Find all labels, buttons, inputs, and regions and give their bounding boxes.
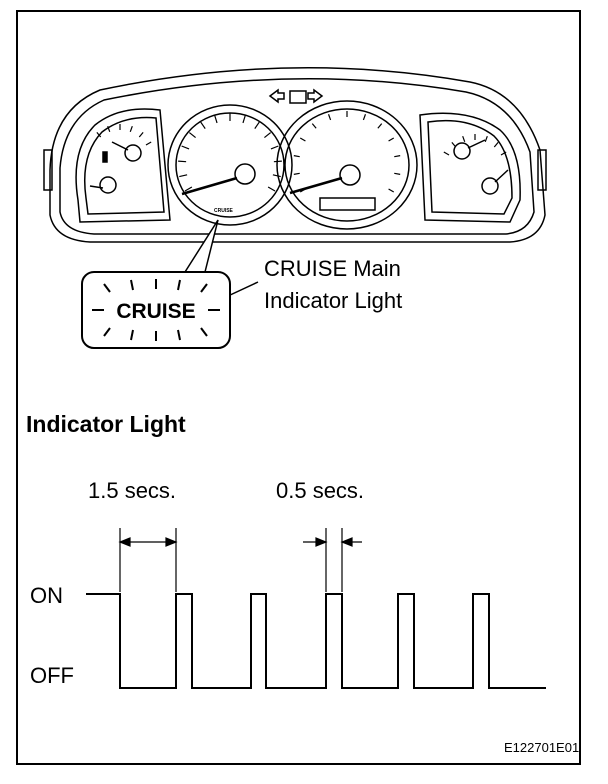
- tachometer-tick: [377, 123, 383, 129]
- cruise-badge: CRUISE: [81, 271, 231, 349]
- on-duration-label: 1.5 secs.: [88, 478, 176, 503]
- tachometer-tick: [311, 123, 317, 129]
- callout-line1: CRUISE Main: [264, 256, 401, 281]
- right-gauge-tick: [462, 135, 466, 143]
- left-gauge-tick: [96, 132, 102, 138]
- speedometer-tick: [272, 174, 281, 178]
- speedometer-tick: [200, 121, 206, 129]
- tachometer-tick: [327, 114, 332, 121]
- tachometer-tick: [388, 137, 395, 142]
- speedometer-tick: [264, 132, 272, 139]
- on-level-label: ON: [30, 583, 63, 608]
- tachometer-tick: [388, 188, 395, 193]
- right-gauge-tick: [484, 135, 488, 143]
- callout-line2: Indicator Light: [264, 288, 402, 313]
- right-gauge-tick: [500, 151, 507, 156]
- tachometer-tick: [394, 155, 401, 158]
- figure-frame: [16, 10, 581, 765]
- right-gauge-tick: [443, 151, 450, 156]
- speedometer-tick: [181, 145, 190, 150]
- speedometer-tick: [214, 115, 218, 124]
- speedometer-tick: [179, 174, 188, 178]
- figure-code: E122701E01: [504, 740, 579, 755]
- right-gauge-tick: [451, 142, 457, 148]
- left-gauge-tick: [129, 125, 133, 133]
- speedometer-tick: [273, 160, 282, 163]
- timing-guides: [118, 528, 362, 592]
- speedometer-tick: [270, 145, 279, 150]
- tachometer-tick: [299, 188, 306, 193]
- left-gauge-tick: [145, 141, 152, 146]
- off-duration-label: 0.5 secs.: [276, 478, 364, 503]
- tachometer-tick: [362, 114, 367, 121]
- tachometer-tick: [293, 172, 300, 175]
- speedometer-tick: [242, 115, 246, 124]
- left-gauge-tick: [138, 132, 144, 138]
- instrument-cluster: [43, 67, 547, 243]
- callout-pointer: [184, 219, 259, 297]
- off-level-label: OFF: [30, 663, 74, 688]
- right-gauge-tick: [493, 142, 499, 148]
- cluster-cruise-label: CRUISE: [214, 208, 234, 214]
- badge-label: CRUISE: [116, 300, 195, 323]
- speedometer-tick: [184, 186, 193, 192]
- speedometer-tick: [254, 121, 260, 129]
- tachometer-tick: [299, 137, 306, 142]
- section-heading: Indicator Light: [26, 411, 186, 437]
- tachometer-tick: [394, 172, 401, 175]
- speedometer-tick: [188, 132, 196, 139]
- tachometer-tick: [293, 155, 300, 158]
- left-gauge-tick: [107, 125, 111, 133]
- speedometer-tick: [178, 160, 187, 163]
- gauge-ticks: [96, 111, 507, 193]
- speedometer-tick: [267, 186, 276, 192]
- indicator-waveform: [86, 593, 546, 689]
